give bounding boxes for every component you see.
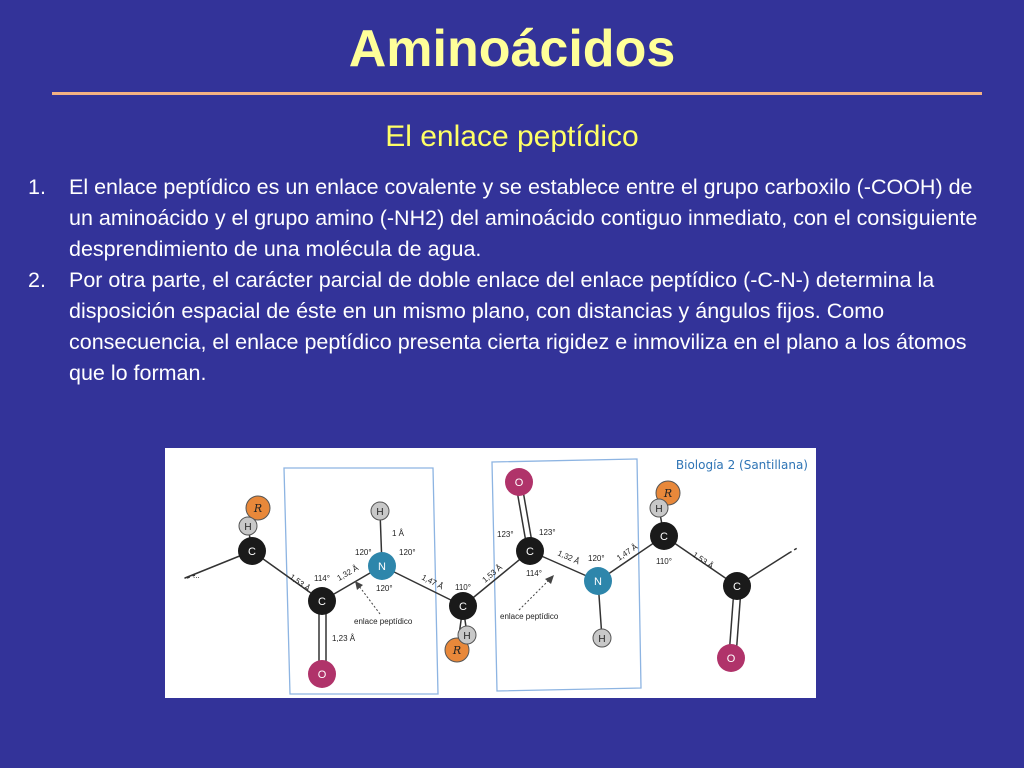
bond-angle-label: 110° bbox=[455, 583, 471, 592]
svg-text:O: O bbox=[515, 477, 524, 489]
bond-angle-label: 123° bbox=[539, 528, 556, 537]
bond-length-label: 1,32 Å bbox=[336, 563, 361, 583]
list-number: 2. bbox=[28, 268, 46, 292]
svg-text:H: H bbox=[655, 504, 662, 515]
svg-text:C: C bbox=[733, 581, 741, 593]
list-item: 2. Por otra parte, el carácter parcial d… bbox=[28, 265, 978, 389]
bond-length-label: 1 Å bbox=[392, 529, 405, 538]
list-item: 1. El enlace peptídico es un enlace cova… bbox=[28, 172, 978, 265]
bond-angle-label: 120° bbox=[355, 548, 372, 557]
slide-subtitle: El enlace peptídico bbox=[385, 120, 639, 153]
hydrogen-atom: H bbox=[649, 498, 669, 518]
bond-angle-label: 120° bbox=[376, 584, 393, 593]
hydrogen-atom: H bbox=[238, 516, 258, 536]
peptide-bond-figure: Biología 2 (Santillana) bbox=[165, 448, 816, 698]
carbon-atom: C bbox=[238, 537, 266, 565]
r-group-atom: R bbox=[444, 637, 470, 663]
bond-angle-label: 114° bbox=[526, 569, 542, 578]
nitrogen-atom: N bbox=[368, 552, 396, 580]
nitrogen-atom: N bbox=[584, 567, 612, 595]
peptide-plane-1 bbox=[283, 467, 439, 695]
carbon-atom: C bbox=[650, 522, 678, 550]
svg-text:H: H bbox=[598, 634, 605, 645]
bond-angle-label: 120° bbox=[399, 548, 416, 557]
carbon-atom: C bbox=[308, 587, 336, 615]
figure-credit: Biología 2 (Santillana) bbox=[675, 458, 808, 472]
svg-text:C: C bbox=[660, 531, 668, 543]
hydrogen-atom: H bbox=[370, 501, 390, 521]
svg-text:O: O bbox=[727, 653, 736, 665]
oxygen-atom: O bbox=[505, 468, 533, 496]
peptide-bond-label: enlace peptídico bbox=[500, 612, 559, 621]
svg-text:R: R bbox=[253, 502, 262, 515]
slide-title: Aminoácidos bbox=[348, 20, 676, 78]
r-group-atom: R bbox=[245, 495, 271, 521]
svg-text:N: N bbox=[378, 561, 386, 573]
carbon-atom: C bbox=[723, 572, 751, 600]
bullet-list: 1. El enlace peptídico es un enlace cova… bbox=[28, 172, 978, 389]
trailing-dots: ... bbox=[193, 571, 200, 580]
carbon-atom: C bbox=[449, 592, 477, 620]
svg-text:C: C bbox=[526, 546, 534, 558]
hydrogen-atom: H bbox=[457, 625, 477, 645]
bond-length-label: 1,23 Å bbox=[332, 634, 356, 643]
list-number: 1. bbox=[28, 175, 46, 199]
list-text: El enlace peptídico es un enlace covalen… bbox=[69, 175, 978, 261]
peptide-diagram: R R R H H H H H bbox=[184, 458, 800, 695]
bond-length-label: 1,53 Å bbox=[288, 572, 313, 593]
svg-text:H: H bbox=[244, 522, 251, 533]
list-text: Por otra parte, el carácter parcial de d… bbox=[69, 268, 967, 385]
bond-angle-label: 114° bbox=[314, 574, 330, 583]
svg-text:H: H bbox=[463, 631, 470, 642]
svg-text:C: C bbox=[248, 546, 256, 558]
peptide-plane-2 bbox=[491, 458, 642, 692]
bond-angle-label: 123° bbox=[497, 530, 514, 539]
oxygen-atom: O bbox=[308, 660, 336, 688]
svg-text:N: N bbox=[594, 576, 602, 588]
bond-angle-label: 110° bbox=[656, 557, 672, 566]
svg-text:O: O bbox=[318, 669, 327, 681]
bond-length-label: 1,47 Å bbox=[420, 573, 445, 592]
svg-text:R: R bbox=[452, 644, 461, 657]
bond-length-label: 1,53 Å bbox=[691, 550, 716, 571]
hydrogen-atom: H bbox=[592, 628, 612, 648]
peptide-bond-label: enlace peptídico bbox=[354, 617, 413, 626]
svg-text:C: C bbox=[459, 601, 467, 613]
oxygen-atom: O bbox=[717, 644, 745, 672]
svg-text:R: R bbox=[663, 487, 672, 500]
svg-text:C: C bbox=[318, 596, 326, 608]
svg-text:H: H bbox=[376, 507, 383, 518]
title-divider bbox=[52, 92, 982, 95]
bond-length-label: 1,47 Å bbox=[615, 542, 640, 563]
bond-angle-label: 120° bbox=[588, 554, 605, 563]
carbon-atom: C bbox=[516, 537, 544, 565]
